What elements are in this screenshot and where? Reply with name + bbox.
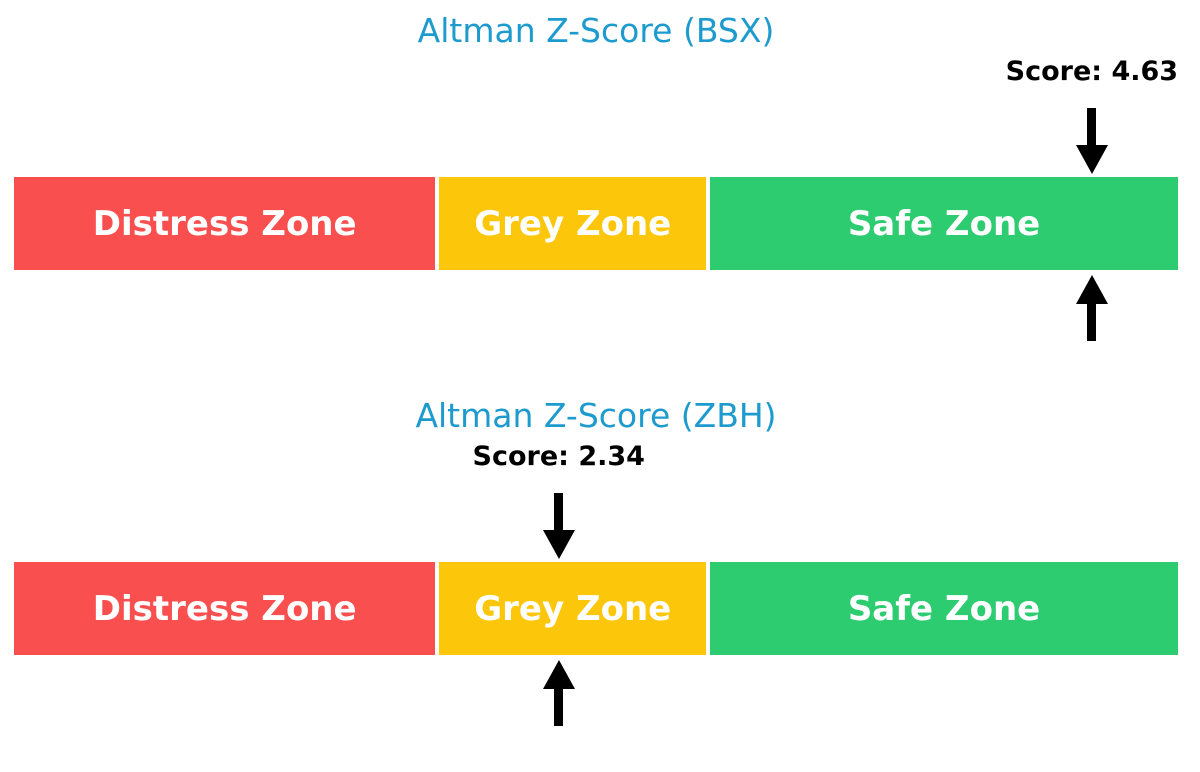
arrow-head	[1075, 275, 1108, 304]
chart-title: Altman Z-Score (ZBH)	[415, 396, 777, 435]
zone-segment-distress: Distress Zone	[14, 562, 436, 655]
zone-label: Grey Zone	[474, 588, 672, 629]
zone-segment-grey: Grey Zone	[435, 177, 711, 270]
zscore-chart-bsx: Altman Z-Score (BSX) Score: 4.63 Distres…	[14, 10, 1178, 355]
arrow-up-icon	[542, 660, 575, 726]
zone-segment-safe: Safe Zone	[710, 177, 1178, 270]
arrow-shaft	[1087, 304, 1097, 341]
zone-segment-grey: Grey Zone	[435, 562, 711, 655]
zone-bar: Distress Zone Grey Zone Safe Zone	[14, 562, 1178, 655]
score-annotation: Score: 2.34	[472, 441, 645, 472]
zscore-chart-zbh: Altman Z-Score (ZBH) Score: 2.34 Distres…	[14, 395, 1178, 740]
zone-segment-safe: Safe Zone	[710, 562, 1178, 655]
score-annotation: Score: 4.63	[1005, 56, 1179, 87]
zone-label: Safe Zone	[847, 203, 1041, 244]
arrow-head	[542, 660, 575, 689]
zone-segment-distress: Distress Zone	[14, 177, 436, 270]
chart-title: Altman Z-Score (BSX)	[417, 11, 775, 50]
arrow-down-icon	[1075, 108, 1108, 174]
zone-label: Distress Zone	[92, 588, 357, 629]
zone-bar: Distress Zone Grey Zone Safe Zone	[14, 177, 1178, 270]
zone-label: Distress Zone	[92, 203, 357, 244]
arrow-head	[1075, 145, 1108, 174]
arrow-shaft	[1087, 108, 1097, 145]
zone-label: Grey Zone	[474, 203, 672, 244]
arrow-up-icon	[1075, 275, 1108, 341]
arrow-shaft	[554, 689, 564, 726]
arrow-shaft	[554, 493, 564, 530]
arrow-down-icon	[542, 493, 575, 559]
zone-label: Safe Zone	[847, 588, 1041, 629]
arrow-head	[542, 530, 575, 559]
